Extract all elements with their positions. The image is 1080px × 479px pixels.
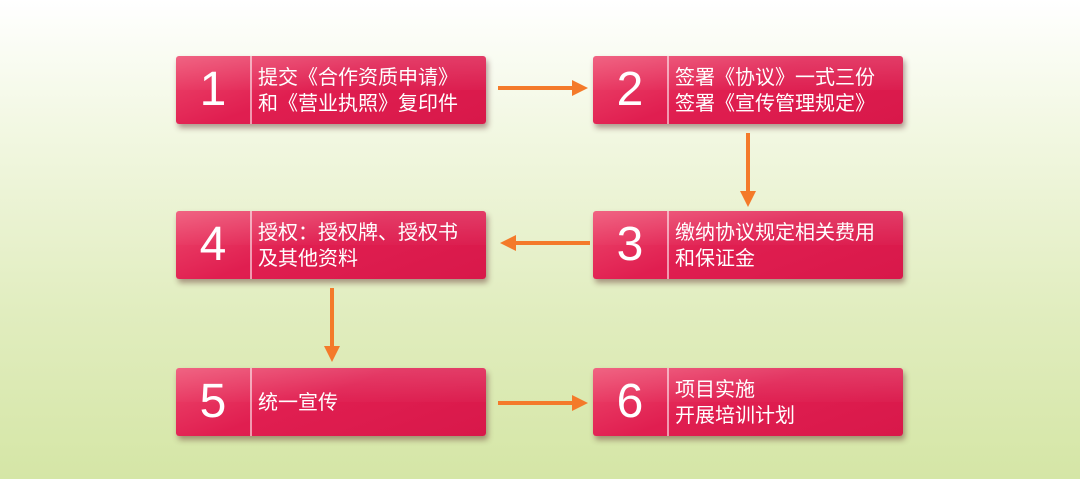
step-number: 1 — [176, 56, 252, 124]
step-text: 签署《协议》一式三份 签署《宣传管理规定》 — [675, 56, 897, 124]
step-number: 2 — [593, 56, 669, 124]
step-number: 5 — [176, 368, 252, 436]
step-text-line: 签署《协议》一式三份 — [675, 65, 875, 89]
step-text-line: 签署《宣传管理规定》 — [675, 91, 875, 115]
step-box-3: 3 缴纳协议规定相关费用 和保证金 — [593, 211, 903, 279]
step-box-5: 5 统一宣传 — [176, 368, 486, 436]
step-number: 4 — [176, 211, 252, 279]
step-text: 提交《合作资质申请》 和《营业执照》复印件 — [258, 56, 480, 124]
step-text-line: 和《营业执照》复印件 — [258, 91, 458, 115]
step-box-1: 1 提交《合作资质申请》 和《营业执照》复印件 — [176, 56, 486, 124]
arrow-left-icon — [500, 235, 590, 251]
step-text-line: 及其他资料 — [258, 246, 358, 270]
step-text: 授权：授权牌、授权书 及其他资料 — [258, 211, 480, 279]
step-text: 项目实施 开展培训计划 — [675, 368, 897, 436]
arrow-down-icon — [324, 288, 340, 362]
step-text-line: 缴纳协议规定相关费用 — [675, 220, 875, 244]
step-box-2: 2 签署《协议》一式三份 签署《宣传管理规定》 — [593, 56, 903, 124]
step-text-line: 项目实施 — [675, 377, 755, 401]
step-text-line: 开展培训计划 — [675, 403, 795, 427]
step-text: 统一宣传 — [258, 368, 480, 436]
step-number: 6 — [593, 368, 669, 436]
step-text: 缴纳协议规定相关费用 和保证金 — [675, 211, 897, 279]
step-box-6: 6 项目实施 开展培训计划 — [593, 368, 903, 436]
arrow-right-icon — [498, 80, 588, 96]
step-text-line: 提交《合作资质申请》 — [258, 65, 458, 89]
step-text-line: 授权：授权牌、授权书 — [258, 220, 458, 244]
step-number: 3 — [593, 211, 669, 279]
step-text-line: 统一宣传 — [258, 390, 338, 414]
arrow-down-icon — [740, 133, 756, 207]
step-box-4: 4 授权：授权牌、授权书 及其他资料 — [176, 211, 486, 279]
step-text-line: 和保证金 — [675, 246, 755, 270]
arrow-right-icon — [498, 395, 588, 411]
